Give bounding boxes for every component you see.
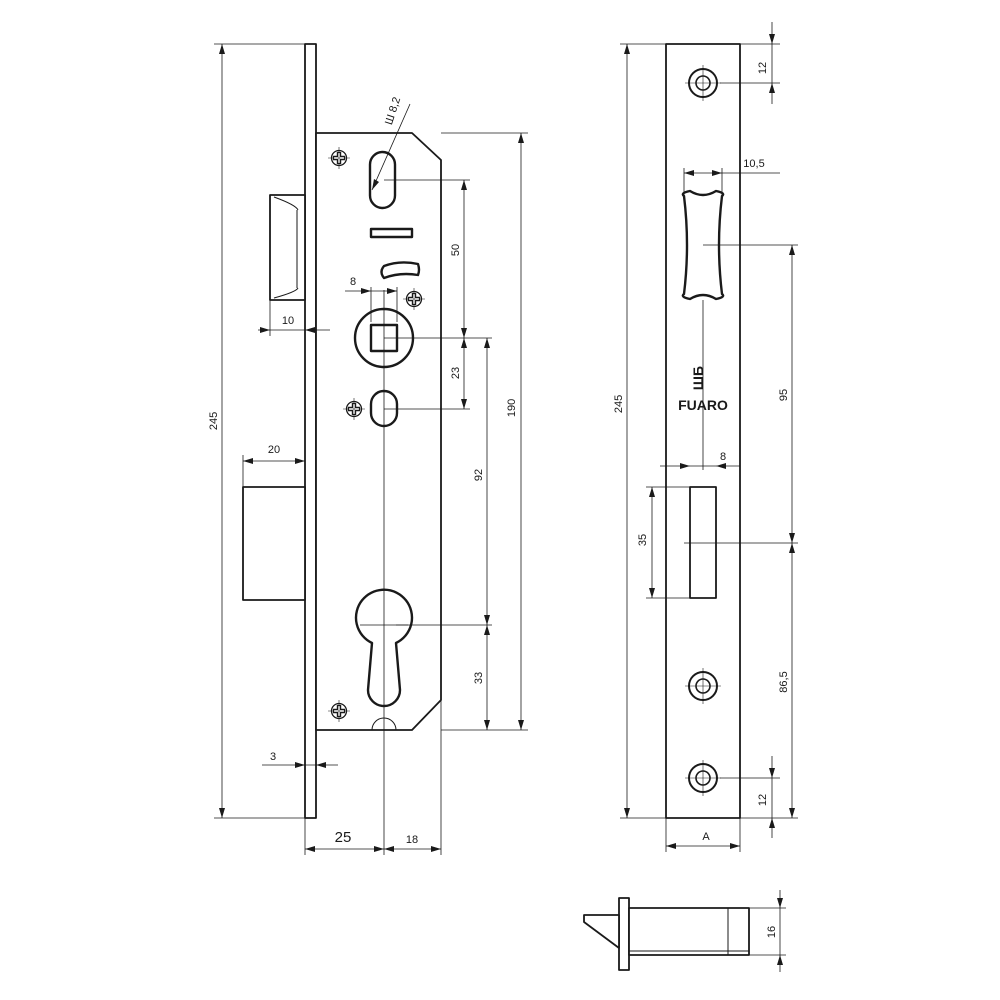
dim-front-height: 245 <box>208 412 220 430</box>
deadbolt-opening <box>689 486 717 599</box>
cylinder-cutout <box>354 588 414 708</box>
dim-slot-spacing: 95 <box>778 389 790 401</box>
dim-deadbolt-projection: 20 <box>268 444 280 456</box>
latch-top-view: 16 <box>583 890 786 972</box>
dim-forend-width: A <box>702 831 710 843</box>
latch-bolt <box>269 194 306 301</box>
dim-latch-offset: 10 <box>282 315 294 327</box>
lock-case <box>315 132 442 731</box>
dim-case-height: 190 <box>506 399 518 417</box>
side-view: ШБ FUARO <box>613 22 798 852</box>
front-view: 245 10 20 3 25 18 Ш 8,2 8 50 23 92 33 19… <box>208 43 528 855</box>
case-slot <box>369 227 414 239</box>
dim-latch-slot-width: 10,5 <box>743 158 764 170</box>
latch-faceplate <box>618 897 630 971</box>
brand-mark: ШБ <box>690 366 706 390</box>
dim-latch-thickness: 16 <box>766 926 778 938</box>
forend-plate <box>304 43 317 819</box>
dim-bolt-slot-height: 35 <box>637 534 649 546</box>
dim-spindle-to-cylinder: 92 <box>473 469 485 481</box>
dim-case-depth: 18 <box>406 834 418 846</box>
dim-forend-thickness: 3 <box>270 751 276 763</box>
side-dimension-lines <box>620 22 798 852</box>
dim-cylinder-to-bottom: 33 <box>473 672 485 684</box>
latch-body <box>628 907 750 956</box>
latch-tongue <box>583 914 620 949</box>
kidney-slot <box>380 261 421 280</box>
dim-backset: 25 <box>335 829 352 846</box>
side-dimension-labels: 245 12 10,5 95 8 35 86,5 12 A <box>613 62 790 843</box>
dim-spindle-to-lower-hole: 23 <box>450 367 462 379</box>
dim-side-height: 245 <box>613 395 625 413</box>
dim-lower-spacing: 86,5 <box>778 671 790 692</box>
dim-latch-to-spindle: 50 <box>450 244 462 256</box>
latch-opening <box>681 189 725 301</box>
dim-bolt-slot-width: 8 <box>720 451 726 463</box>
dim-bottom-hole-offset: 12 <box>757 794 769 806</box>
dim-hole-diameter: Ш 8,2 <box>383 96 403 127</box>
dim-spindle-square: 8 <box>350 276 356 288</box>
deadbolt <box>242 486 306 601</box>
front-dimension-lines <box>214 43 528 855</box>
dim-top-hole-offset: 12 <box>757 62 769 74</box>
